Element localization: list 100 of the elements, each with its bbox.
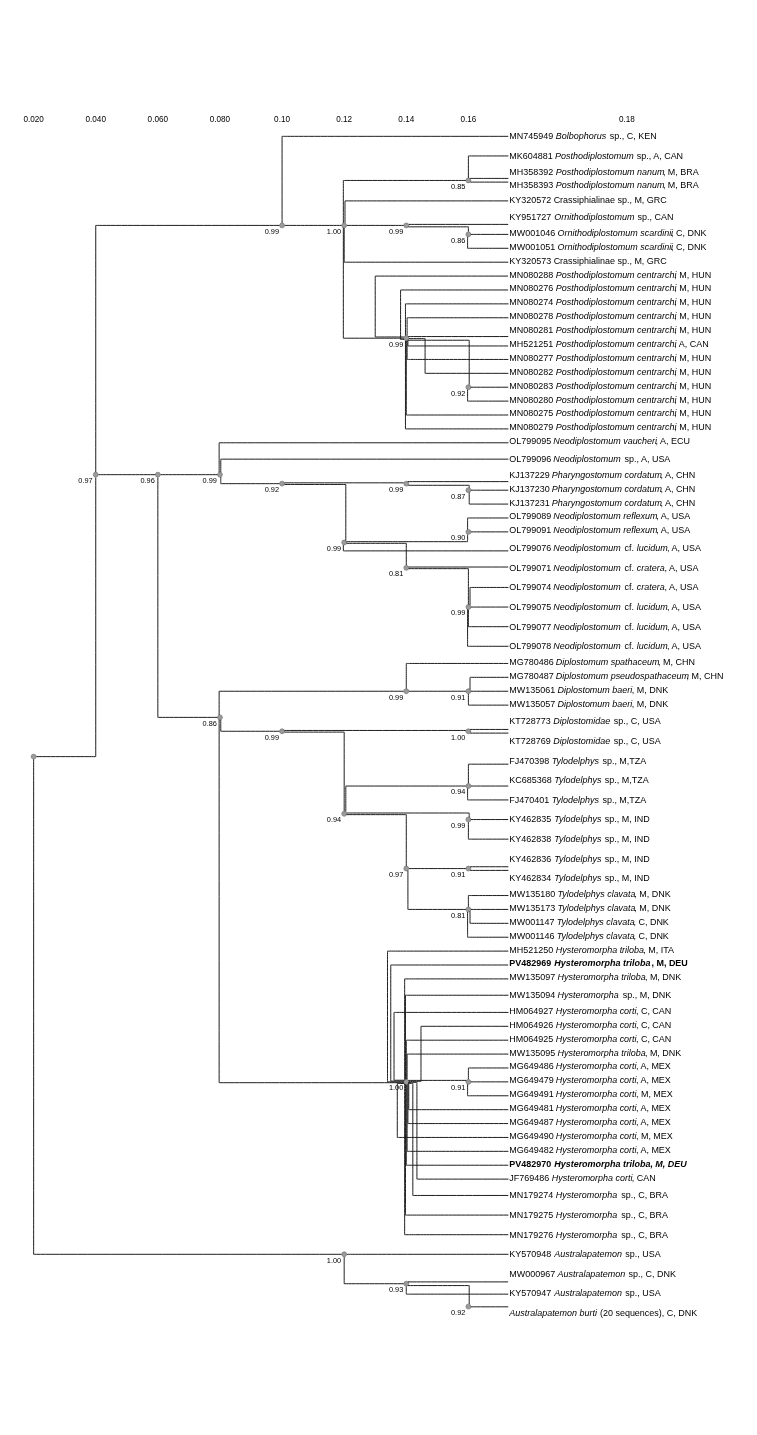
label: 0.10: [274, 114, 290, 124]
node-text: HM064926 Hysteromorpha corti, C, CAN: [509, 1019, 672, 1030]
node-text: MN080288 Posthodiplostomum centrarchi, M, HUN: [509, 269, 712, 280]
connector: [406, 1053, 509, 1080]
connector: [469, 865, 509, 867]
node-circle: [403, 334, 410, 341]
node-text: MW000967 Australapatemon sp., C, DNK: [509, 1268, 676, 1279]
node-label: 0.81: [388, 568, 404, 578]
connector: [470, 1080, 509, 1082]
label: 0.18: [619, 114, 635, 124]
node-text: OL799078 Neodiplostomum cf. lucidum, A, USA: [509, 640, 701, 651]
connector: [218, 690, 405, 715]
connector: [405, 1083, 509, 1166]
node-text: MN080281 Posthodiplostomum centrarchi, M, HUN: [509, 324, 712, 335]
node-circle: [403, 480, 410, 486]
connector: [405, 994, 509, 1080]
node-text: MG780487 Diplostomum pseudospathaceum, M, CHN: [509, 670, 724, 681]
connector: [470, 818, 509, 820]
node-label: 0.99: [388, 484, 404, 494]
connector: [469, 910, 509, 924]
label: 0.040: [85, 114, 106, 124]
node-label: 0.81: [451, 910, 466, 920]
connector: [467, 1083, 509, 1096]
connector: [408, 337, 509, 374]
node-circle: [403, 1280, 410, 1286]
node-text: MW001046 Ornithodiplostomum scardinii, C, DNK: [509, 227, 707, 238]
node-text: MW001051 Ornithodiplostomum scardinii, C, DNK: [509, 241, 707, 252]
connector: [283, 731, 345, 812]
connector: [346, 813, 407, 866]
node-label: 0.90: [451, 532, 466, 542]
node-label: 0.85: [451, 181, 466, 191]
node-label: 0.97: [78, 475, 93, 485]
node-text: JF769486 Hysteromorpha corti, CAN: [509, 1172, 656, 1183]
connector: [467, 608, 509, 647]
node-circle: [403, 865, 410, 871]
node-text: PV482969 Hysteromorpha triloba, M, DEU: [509, 957, 688, 968]
node-label: 1.00: [326, 226, 342, 236]
connector: [405, 339, 509, 415]
connector: [408, 567, 469, 605]
node-text: MW001147 Tylodelphys clavata, C, DNK: [509, 916, 669, 927]
connector: [218, 718, 405, 1083]
node-text: MW135097 Hysteromorpha triloba, M, DNK: [509, 971, 682, 982]
node-text: MW135061 Diplostomum baeri, M, DNK: [509, 684, 669, 695]
connector: [408, 867, 467, 869]
node-text: KY570948 Australapatemon sp., USA: [509, 1248, 661, 1259]
node-circle: [341, 810, 347, 817]
label: 0.060: [147, 114, 169, 124]
node-label: 0.99: [388, 692, 404, 702]
connector: [405, 302, 509, 336]
connector: [344, 199, 509, 223]
node-text: MW135180 Tylodelphys clavata, M, DNK: [509, 888, 671, 899]
connector: [281, 135, 509, 223]
node-circle: [465, 865, 472, 871]
connector: [406, 316, 509, 336]
node-text: KY462838 Tylodelphys sp., M, IND: [509, 833, 650, 844]
node-circle: [30, 753, 37, 759]
node-text: MN080277 Posthodiplostomum centrarchi, M, HUN: [509, 352, 712, 363]
node-text: FJ470398 Tylodelphys sp., M,TZA: [509, 755, 647, 766]
connector: [393, 1011, 509, 1081]
node-label: 0.91: [451, 692, 466, 702]
node-text: MH521251 Posthodiplostomum centrarchi, A, CAN: [509, 338, 709, 349]
node-circle: [465, 1303, 472, 1309]
node-text: MG649486 Hysteromorpha corti, A, MEX: [509, 1060, 671, 1071]
node-circle: [341, 539, 347, 545]
connector: [284, 483, 347, 541]
node-circle: [92, 471, 99, 477]
node-text: OL799076 Neodiplostomum cf. lucidum, A, USA: [509, 542, 701, 553]
connector: [470, 690, 509, 692]
node-text: KT728773 Diplostomidae sp., C, USA: [509, 715, 661, 726]
node-text: MW135173 Tylodelphys clavata, M, DNK: [509, 902, 671, 913]
node-text: KJ137229 Pharyngostomum cordatum, A, CHN: [509, 469, 696, 480]
node-text: MN080283 Posthodiplostomum centrarchi, M, HUN: [509, 380, 712, 391]
label: 0.14: [398, 114, 415, 124]
node-circle: [217, 714, 223, 720]
connector: [405, 339, 509, 429]
connector: [284, 224, 343, 226]
connector: [467, 154, 509, 178]
node-label: 0.99: [451, 820, 466, 830]
node-text: MN179276 Hysteromorpha sp., C, BRA: [509, 1229, 669, 1240]
node-text: MW001146 Tylodelphys clavata, C, DNK: [509, 930, 669, 941]
node-circle: [465, 231, 472, 237]
node-label: 0.99: [264, 226, 279, 236]
connector: [467, 821, 509, 840]
connector: [470, 908, 509, 910]
node-circle: [465, 603, 472, 610]
node-text: OL799089 Neodiplostomum reflexum, A, USA: [509, 510, 691, 521]
connector: [346, 533, 469, 542]
connector: [467, 763, 509, 784]
node-label: 0.92: [264, 484, 279, 494]
connector: [342, 226, 405, 339]
node-label: 0.86: [451, 235, 466, 245]
node-text: MW135094 Hysteromorpha sp., M, DNK: [509, 989, 672, 1000]
connector: [469, 728, 509, 730]
node-text: KY462836 Tylodelphys sp., M, IND: [509, 853, 650, 864]
node-text: MN080275 Posthodiplostomum centrarchi, M, HUN: [509, 407, 712, 418]
node-label: 0.99: [388, 226, 404, 236]
connector: [467, 692, 509, 706]
connector: [407, 480, 509, 482]
node-text: OL799096 Neodiplostomum sp., A, USA: [509, 453, 671, 464]
connector: [408, 690, 467, 692]
